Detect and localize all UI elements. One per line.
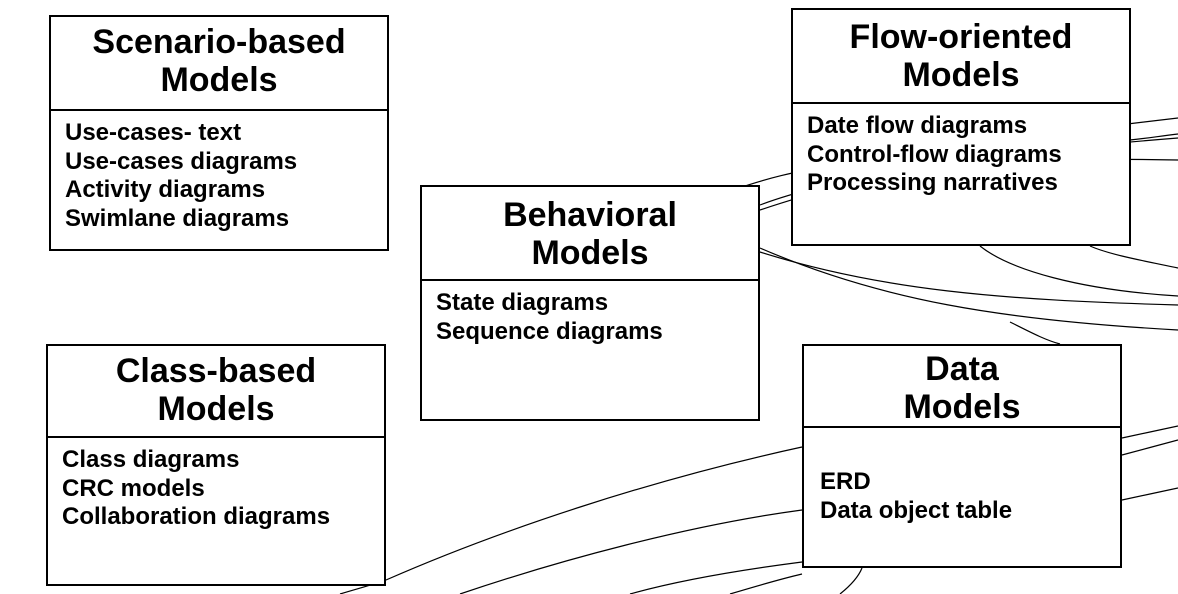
list-item: Activity diagrams: [65, 176, 266, 203]
list-item: Use-cases- text: [65, 119, 242, 146]
flow-oriented-models-title: Flow-oriented Models: [793, 10, 1129, 104]
data-models-list: ERD Data object table: [804, 428, 1120, 525]
title-line: Class-based: [115, 352, 317, 390]
curve-line: [979, 245, 1178, 297]
curve-line: [1129, 133, 1178, 141]
title-line: Behavioral: [503, 196, 677, 234]
title-line: Models: [902, 56, 1020, 94]
list-item: Use-cases diagrams: [65, 147, 298, 175]
scenario-based-models-box: Scenario-based Models Use-cases- text Us…: [49, 15, 389, 251]
curve-line: [1121, 425, 1178, 439]
title-line: Models: [160, 61, 278, 99]
curve-line: [729, 573, 803, 594]
scenario-based-models-title: Scenario-based Models: [51, 17, 387, 111]
list-item: ERD: [820, 468, 871, 495]
list-item: Class diagrams: [62, 446, 240, 473]
flow-oriented-models-list: Date flow diagrams Control-flow diagrams…: [793, 104, 1129, 198]
curve-line: [385, 446, 803, 581]
curve-line: [1009, 321, 1061, 345]
curve-line: [1121, 439, 1178, 456]
list-item: Sequence diagrams: [436, 317, 663, 345]
list-item: State diagrams: [436, 289, 609, 316]
curve-line: [759, 251, 1178, 306]
title-line: Models: [531, 234, 649, 272]
list-item: Swimlane diagrams: [65, 204, 290, 232]
data-models-title: Data Models: [804, 346, 1120, 428]
curve-line: [759, 247, 1178, 331]
title-line: Scenario-based: [92, 23, 346, 61]
curve-line: [839, 567, 863, 594]
title-line: Data: [925, 350, 999, 388]
class-based-models-box: Class-based Models Class diagrams CRC mo…: [46, 344, 386, 586]
curve-line: [1089, 245, 1178, 269]
list-item: Data object table: [820, 496, 1013, 524]
curve-line: [459, 509, 803, 594]
flow-oriented-models-box: Flow-oriented Models Date flow diagrams …: [791, 8, 1131, 246]
title-line: Models: [903, 388, 1021, 426]
behavioral-models-title: Behavioral Models: [422, 187, 758, 281]
title-line: Flow-oriented: [849, 18, 1073, 56]
behavioral-models-list: State diagrams Sequence diagrams: [422, 281, 758, 346]
list-item: Control-flow diagrams: [807, 140, 1062, 168]
list-item: Date flow diagrams: [807, 112, 1028, 139]
data-models-box: Data Models ERD Data object table: [802, 344, 1122, 568]
class-based-models-list: Class diagrams CRC models Collaboration …: [48, 438, 384, 532]
list-item: CRC models: [62, 474, 205, 502]
behavioral-models-box: Behavioral Models State diagrams Sequenc…: [420, 185, 760, 421]
list-item: Processing narratives: [807, 169, 1058, 196]
curve-line: [1121, 487, 1178, 501]
title-line: Models: [157, 390, 275, 428]
curve-line: [629, 561, 803, 594]
class-based-models-title: Class-based Models: [48, 346, 384, 438]
list-item: Collaboration diagrams: [62, 503, 331, 530]
scenario-based-models-list: Use-cases- text Use-cases diagrams Activ…: [51, 111, 387, 233]
